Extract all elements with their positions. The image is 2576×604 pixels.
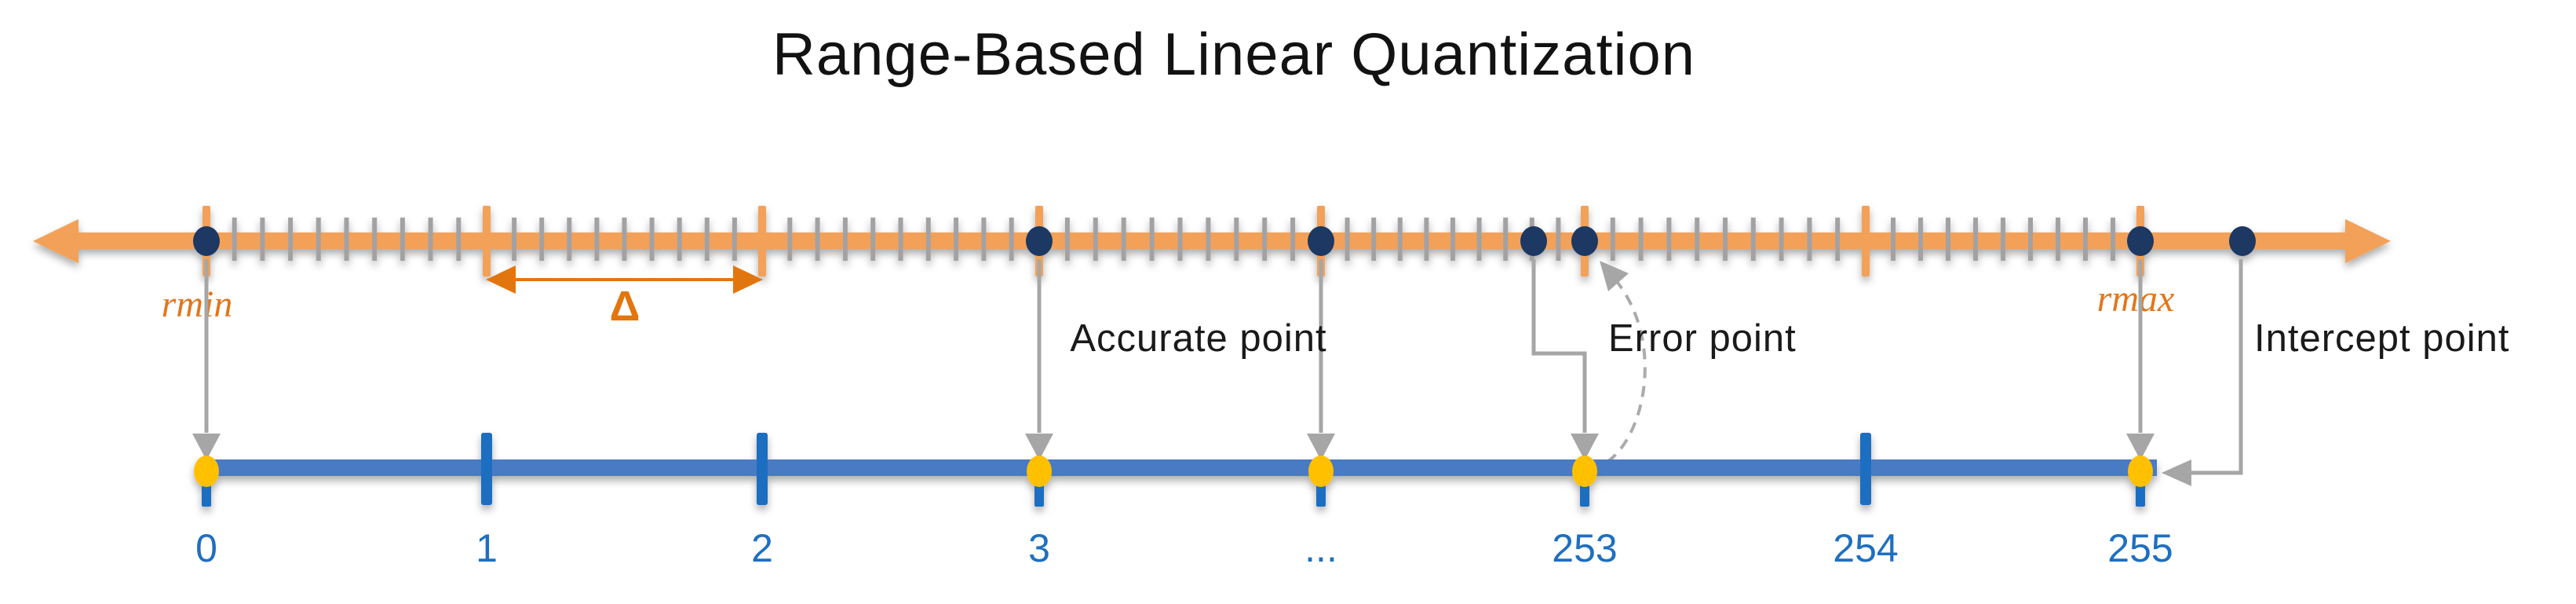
quant-axis-major-tick: [757, 433, 768, 505]
error-connector-arrow-icon: [1571, 434, 1599, 460]
quant-axis-stub-tick: [1580, 481, 1589, 507]
connector-arrow-icon: [192, 434, 221, 460]
quant-axis-stub-tick: [202, 481, 211, 507]
error-point-label: Error point: [1608, 317, 1797, 360]
quant-axis-label: 0: [195, 526, 217, 570]
quant-axis-label: 254: [1833, 526, 1898, 570]
real-value-point-dot: [2127, 226, 2154, 256]
quantized-point-dot: [194, 456, 219, 487]
delta-left-arrow-icon: [486, 265, 516, 294]
real-value-point-dot: [1520, 226, 1547, 256]
error-connector-line: [1531, 259, 1587, 433]
quantized-point-dot: [1027, 456, 1052, 487]
quant-axis-stub-tick: [2136, 481, 2145, 507]
quantized-points: [194, 456, 2153, 487]
rmin-label: rmin: [162, 284, 233, 325]
quant-axis: [194, 433, 2157, 507]
quant-axis-label: 255: [2107, 526, 2173, 570]
real-value-point-dot: [1308, 226, 1334, 256]
real-value-point-dot: [1571, 226, 1598, 256]
real-value-point-dot: [2229, 226, 2256, 256]
quant-axis-label: 2: [751, 526, 773, 570]
delta-measure: Δ: [486, 265, 763, 330]
real-axis: [33, 206, 2391, 276]
quant-axis-band: [199, 459, 2157, 476]
intercept-connector-line: [2191, 259, 2243, 475]
real-axis-left-arrow-icon: [33, 219, 78, 263]
quant-axis-major-ticks: [481, 433, 1871, 505]
rounding-dashed-curve: [1606, 278, 1647, 463]
quant-axis-major-tick: [1860, 433, 1871, 505]
quant-axis-labels: 0 1 2 3... 253 254 255: [195, 526, 2173, 570]
real-axis-right-arrow-icon: [2345, 219, 2391, 263]
rounding-curve-arrow-icon: [1600, 261, 1629, 291]
quant-axis-stub-ticks: [202, 481, 2145, 507]
quant-axis-stub-tick: [1316, 481, 1326, 507]
real-value-point-dot: [1026, 226, 1053, 256]
quant-axis-label: 253: [1552, 526, 1617, 570]
accurate-point-label: Accurate point: [1070, 317, 1326, 360]
mapping-arrows: [192, 259, 2243, 486]
connector-arrow-icon: [2126, 434, 2155, 460]
straight-connector-arrows: [192, 259, 2155, 460]
connector-arrow-icon: [1025, 434, 1053, 460]
real-value-points: [193, 226, 2256, 256]
quant-axis-major-tick: [481, 433, 492, 505]
real-value-point-dot: [193, 226, 220, 256]
real-axis-major-tick: [758, 206, 766, 276]
intercept-connector-arrow-icon: [2162, 459, 2191, 486]
delta-right-arrow-icon: [733, 265, 763, 294]
real-axis-band: [75, 232, 2347, 249]
quant-axis-label: ...: [1304, 526, 1337, 570]
connector-arrow-icon: [1307, 434, 1335, 460]
diagram-title: Range-Based Linear Quantization: [772, 21, 1695, 88]
quantized-point-dot: [2128, 456, 2153, 487]
rmax-label: rmax: [2097, 278, 2175, 320]
quantized-point-dot: [1308, 456, 1334, 487]
quant-axis-label: 1: [476, 526, 498, 570]
quant-axis-stub-tick: [1034, 481, 1044, 507]
intercept-point-label: Intercept point: [2254, 317, 2510, 360]
real-axis-major-tick: [1862, 206, 1870, 276]
real-axis-major-tick: [483, 206, 491, 276]
quantized-point-dot: [1572, 456, 1597, 487]
quant-axis-label: 3: [1028, 526, 1050, 570]
delta-label: Δ: [610, 283, 640, 330]
